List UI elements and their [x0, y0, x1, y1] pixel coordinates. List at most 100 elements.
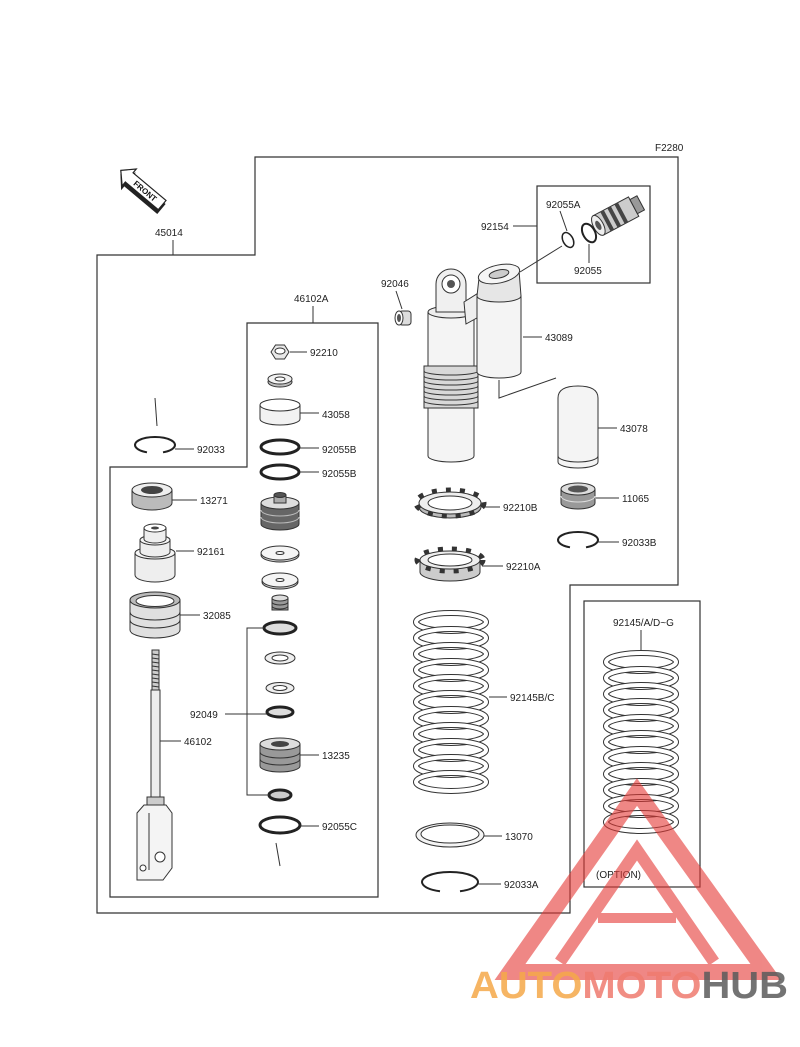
- part-43089-reservoir: [463, 263, 522, 379]
- callout-46102: 46102: [184, 737, 212, 748]
- part-ring-628: [262, 620, 298, 636]
- option-spring-frame: [583, 600, 701, 888]
- adjuster-frame: [536, 185, 651, 284]
- callout-92055B-lower: 92055B: [322, 469, 357, 480]
- part-92046-bushing: [394, 310, 412, 326]
- part-92055C-o-ring: [258, 815, 302, 835]
- callout-92033: 92033: [197, 445, 225, 456]
- outer-assembly-frame: [96, 156, 679, 914]
- washer-hole: [275, 551, 285, 555]
- body-thread-lines: [423, 370, 479, 406]
- cover-opening: [135, 595, 175, 607]
- callout-92055C: 92055C: [322, 822, 357, 833]
- guide-inner: [420, 824, 480, 844]
- piston-stem-top: [273, 492, 287, 498]
- bumper-hole: [151, 526, 159, 530]
- watermark-triangle-inner: [555, 839, 719, 966]
- part-92055B-o-ring-upper: [259, 438, 301, 456]
- part-92161-bumper: [134, 523, 176, 583]
- washer-hole: [275, 578, 285, 582]
- piston-band: [260, 509, 300, 517]
- nut-hole: [274, 347, 286, 355]
- callout-13070: 13070: [505, 832, 533, 843]
- callout-43078: 43078: [620, 424, 648, 435]
- cover-band: [129, 611, 181, 629]
- connector-line: [519, 245, 563, 273]
- seal-hole: [141, 486, 163, 494]
- part-92145BC-spring: [416, 613, 486, 791]
- watermark-triangle-outer: [494, 778, 782, 980]
- adjuster-ridge: [607, 206, 622, 228]
- piston-band: [260, 516, 300, 524]
- part-32085-cover: [129, 591, 181, 639]
- part-washer: [261, 572, 299, 590]
- adjuster-ridge: [614, 202, 629, 224]
- callout-45014: 45014: [155, 228, 183, 239]
- callout-92033B: 92033B: [622, 538, 657, 549]
- watermark-moto: MOTO: [582, 965, 701, 1007]
- cover-body: [557, 385, 599, 469]
- callout-43058: 43058: [322, 410, 350, 421]
- bushing-hole: [397, 314, 401, 322]
- part-washer-upper: [267, 373, 293, 388]
- callout-11065: 11065: [622, 494, 650, 505]
- eye-inner: [447, 280, 455, 288]
- front-arrow-body: [120, 168, 167, 211]
- reservoir-cylinder: [476, 295, 522, 379]
- part-46102-piston-rod: [136, 649, 173, 881]
- adjuster-end-hole: [595, 220, 602, 230]
- callout-92055: 92055: [574, 266, 602, 277]
- figure-code: F2280: [655, 143, 684, 154]
- part-ring-795: [267, 788, 293, 802]
- callout-92055B-upper: 92055B: [322, 445, 357, 456]
- pointer-line: [275, 842, 281, 867]
- washer-hole: [271, 654, 289, 662]
- part-92210B-locknut: [413, 487, 487, 519]
- spring-coil: [416, 773, 486, 791]
- sub-assembly-frame: [109, 322, 379, 898]
- watermark-hub: HUB: [701, 965, 788, 1007]
- nut-teeth: [414, 546, 486, 574]
- part-13271-seal: [131, 482, 173, 511]
- part-92049-ring: [265, 705, 295, 719]
- adjuster-ridge: [600, 210, 615, 232]
- part-92055-o-ring: [580, 222, 598, 244]
- callout-92210B: 92210B: [503, 503, 538, 514]
- part-92055B-o-ring-lower: [259, 463, 301, 481]
- part-92033-circlip: [134, 435, 176, 454]
- bushing-hole: [568, 485, 588, 493]
- callout-92210A: 92210A: [506, 562, 541, 573]
- callout-46102A: 46102A: [294, 294, 329, 305]
- part-43089-shock-body: [423, 268, 479, 463]
- spring-band: [271, 601, 289, 610]
- callout-92033A: 92033A: [504, 880, 539, 891]
- reservoir-cap-inner: [488, 269, 510, 279]
- cover-body: [129, 599, 181, 639]
- callout-92055A: 92055A: [546, 200, 581, 211]
- bearing-band: [259, 751, 301, 766]
- callout-92154: 92154: [481, 222, 509, 233]
- callout-13271: 13271: [200, 496, 228, 507]
- part-valve-spring: [271, 594, 289, 611]
- bracket-92049: [246, 627, 269, 796]
- part-11065-bushing: [560, 482, 596, 510]
- bushing-band: [560, 495, 596, 503]
- part-13070-spring-guide: [415, 822, 485, 848]
- callout-92049: 92049: [190, 710, 218, 721]
- bearing-hole: [271, 741, 289, 747]
- part-13235-bearing: [259, 737, 301, 773]
- leader-line: [395, 290, 403, 310]
- rod-thread-lines: [151, 653, 160, 688]
- leader-line: [559, 210, 568, 232]
- part-piston: [260, 492, 300, 531]
- washer-hole: [272, 685, 288, 691]
- clevis-hole: [154, 851, 166, 863]
- callout-32085: 32085: [203, 611, 231, 622]
- callout-13235: 13235: [322, 751, 350, 762]
- connector-line: [498, 377, 557, 399]
- part-92210-nut: [270, 344, 290, 360]
- cap-top: [259, 398, 301, 412]
- adjuster-knob: [629, 195, 646, 215]
- part-washer-658: [264, 651, 296, 665]
